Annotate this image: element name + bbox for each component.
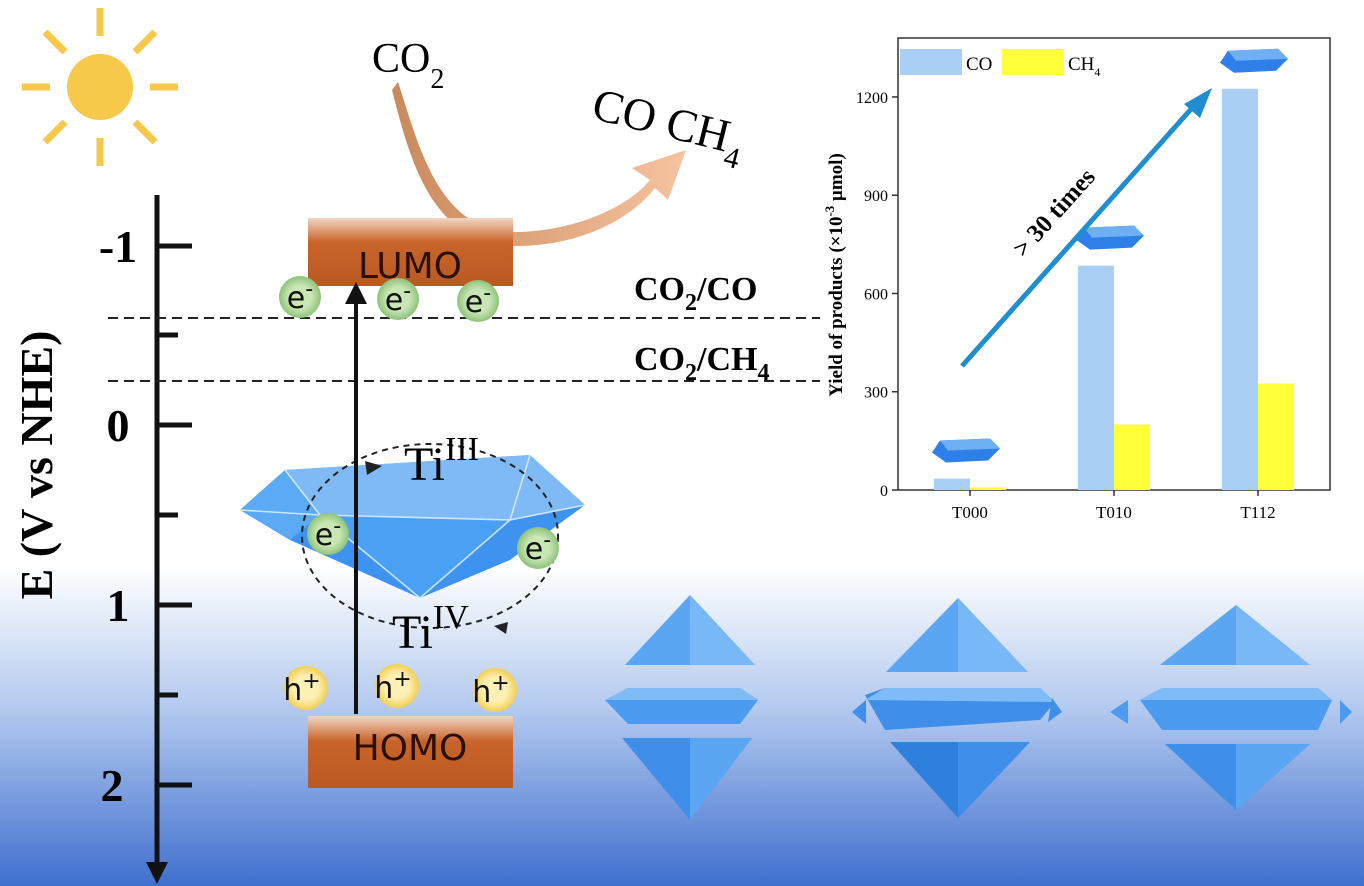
electron: e-	[279, 276, 321, 318]
svg-text:h+: h+	[283, 669, 320, 708]
electron: e-	[457, 280, 499, 322]
loop-arrow-icon	[365, 461, 382, 475]
axis-tick-label: 1	[107, 580, 130, 631]
legend-swatch-co	[900, 49, 962, 75]
electron-transfer-loop	[301, 443, 559, 629]
lumo-band: LUMO	[308, 218, 513, 287]
y-tick-label: 900	[864, 188, 888, 205]
x-axis: T000 T010 T112	[952, 490, 1276, 522]
trend-arrow-line	[960, 106, 1194, 368]
bar	[934, 478, 970, 490]
reactant-label: CO2	[372, 36, 444, 95]
bar	[1222, 88, 1258, 490]
co2-ch4-label: CO2/CH4	[634, 341, 769, 386]
legend-label-ch4: CH4	[1068, 54, 1100, 79]
y-tick-label: 1200	[856, 90, 888, 107]
legend-swatch-ch4	[1002, 49, 1064, 75]
y-tick-label: 600	[864, 286, 888, 303]
homo-band: HOMO	[308, 716, 513, 788]
homo-label: HOMO	[353, 728, 468, 769]
crystal-model-1	[605, 595, 758, 820]
svg-text:h+: h+	[472, 671, 509, 710]
electron: e-	[377, 278, 419, 320]
electron: e-	[307, 513, 349, 555]
bars	[934, 88, 1294, 490]
trend-arrow-icon	[1184, 88, 1212, 118]
lumo-label: LUMO	[358, 246, 462, 287]
svg-text:e-: e-	[525, 528, 551, 567]
legend-label-co: CO	[966, 54, 992, 75]
crystal-icon	[1076, 225, 1144, 250]
hole: h+	[374, 664, 419, 708]
svg-text:e-: e-	[385, 279, 411, 318]
svg-text:h+: h+	[374, 667, 411, 706]
bar	[1258, 383, 1294, 490]
y-axis: 0 300 600 900 1200	[856, 90, 898, 500]
crystal-icon	[239, 454, 586, 600]
bar	[1078, 265, 1114, 490]
ti-iii-label: TiIII	[404, 431, 479, 491]
axis-tick-label: 0	[107, 400, 130, 451]
excitation-arrow-icon	[345, 282, 367, 304]
x-tick-label: T000	[952, 503, 988, 522]
bar	[1114, 424, 1150, 490]
energy-axis: -1 0 1 2 E (V vs NHE)	[11, 195, 192, 884]
electron: e-	[517, 527, 559, 569]
y-tick-label: 0	[880, 483, 888, 500]
hole: h+	[283, 666, 328, 710]
axis-title: E (V vs NHE)	[11, 331, 62, 600]
bar-crystal-icons	[932, 48, 1288, 463]
crystal-model-2	[852, 598, 1062, 818]
y-tick-label: 300	[864, 385, 888, 402]
hole: h+	[472, 668, 517, 712]
co2-co-label: CO2/CO	[634, 271, 757, 316]
sun-icon	[22, 8, 178, 166]
chart-legend: CO CH4	[900, 49, 1100, 79]
chart-y-label: Yield of products (×10-3 μmol)	[822, 153, 847, 397]
axis-tick-label: -1	[99, 221, 137, 272]
axis-tick-label: 2	[101, 760, 124, 811]
svg-text:e-: e-	[287, 277, 313, 316]
yield-bar-chart: 0 300 600 900 1200 T000 T010 T112 Yield of pro…	[822, 0, 1364, 555]
x-tick-label: T112	[1240, 503, 1275, 522]
axis-arrowhead-icon	[146, 862, 168, 884]
crystal-icon	[1220, 48, 1288, 73]
loop-arrow-icon	[494, 622, 508, 634]
bar	[970, 487, 1006, 490]
crystal-icon	[932, 438, 1000, 463]
svg-text:e-: e-	[465, 281, 491, 320]
ti-iv-label: TiIV	[392, 599, 469, 659]
crystal-model-3	[1110, 605, 1352, 810]
svg-text:e-: e-	[315, 514, 341, 553]
x-tick-label: T010	[1096, 503, 1132, 522]
